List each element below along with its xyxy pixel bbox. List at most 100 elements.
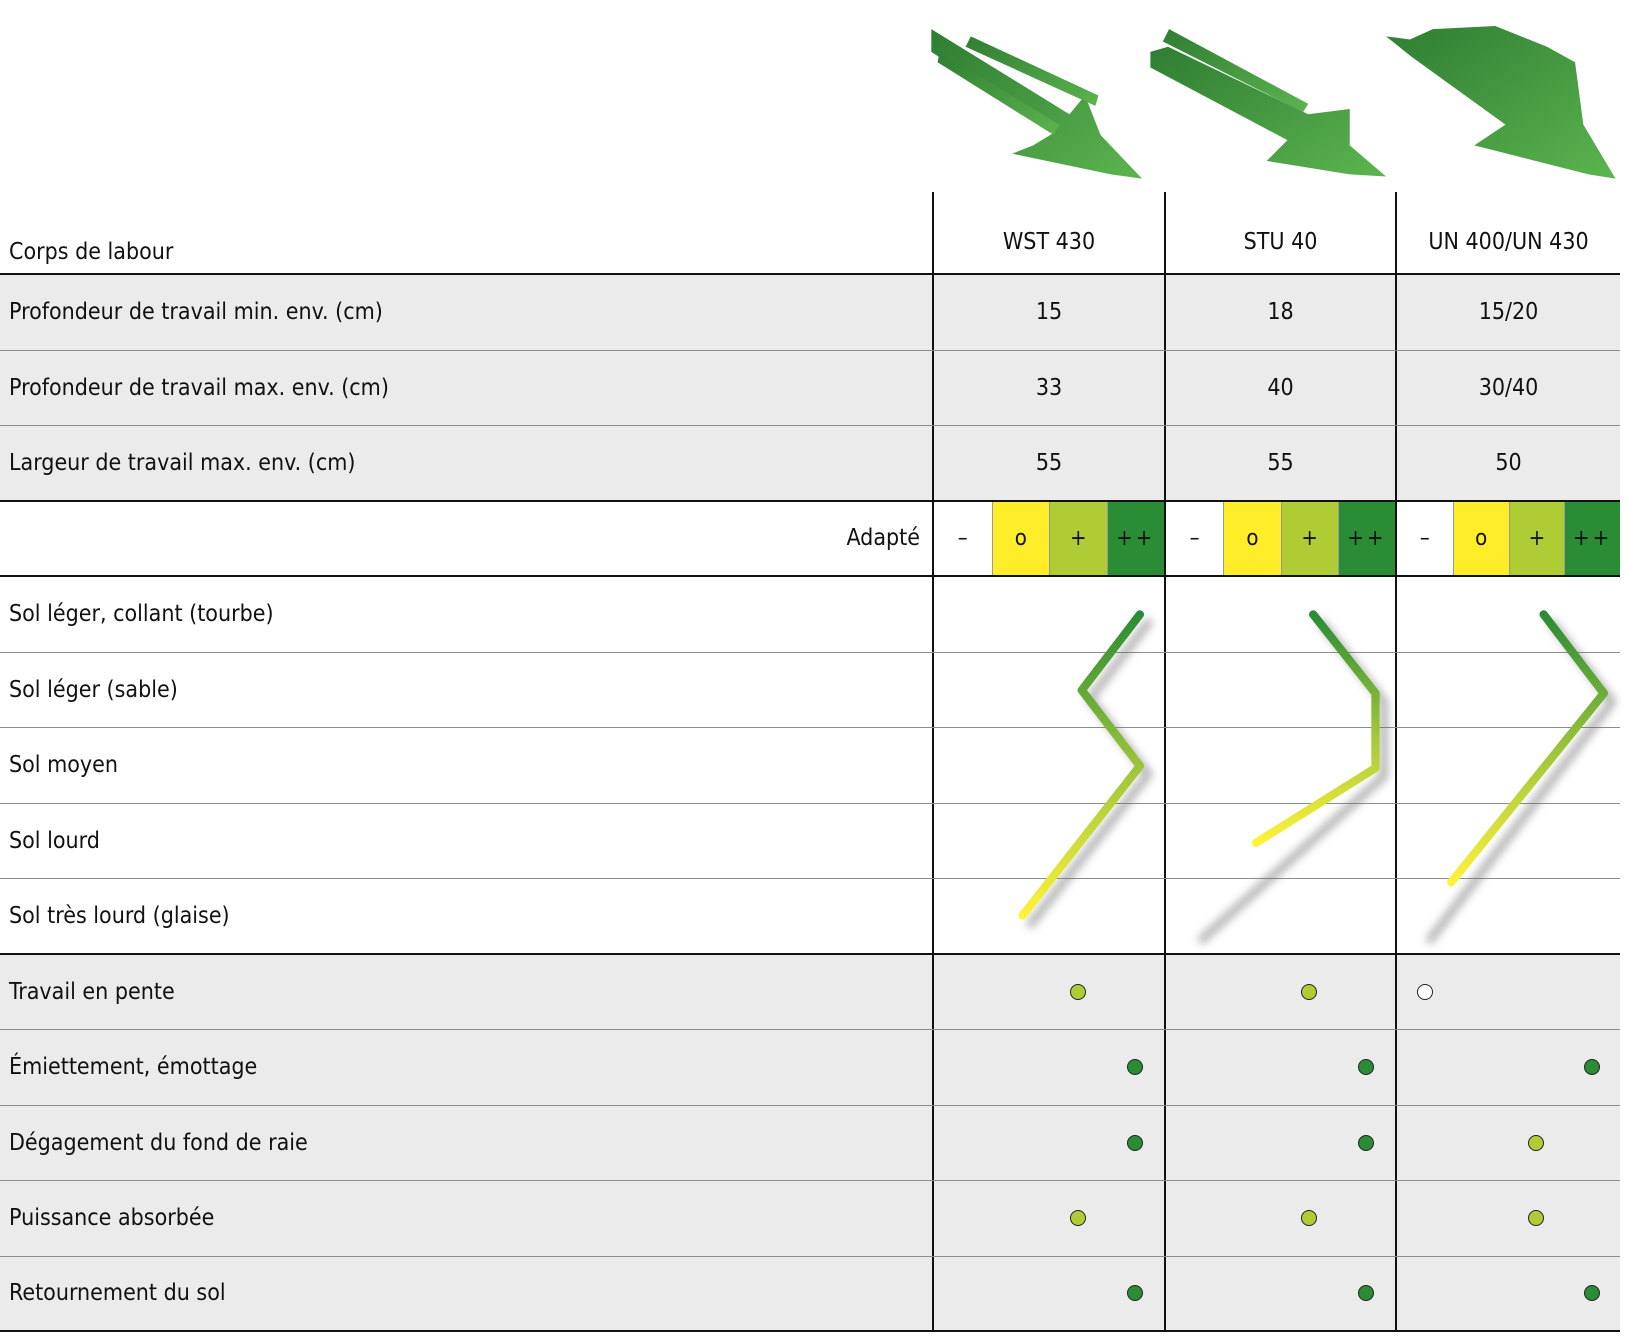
rating-slot [1338, 1257, 1395, 1331]
rating-cell [1164, 954, 1395, 1030]
soil-label: Sol lourd [9, 827, 100, 854]
spec-value: 15 [932, 275, 1164, 350]
rating-slot [1564, 1030, 1620, 1105]
rating-slot [1107, 1181, 1165, 1256]
scale-level-1: o [1452, 501, 1509, 575]
rating-slots [1166, 1257, 1395, 1331]
rating-slots [934, 1181, 1164, 1256]
rating-slots [1397, 1030, 1620, 1105]
rating-slot [934, 955, 992, 1030]
rating-slot [1281, 1030, 1338, 1105]
rating-cell [932, 954, 1164, 1030]
rating-slot [1166, 1257, 1223, 1331]
rating-slot [1453, 955, 1509, 1030]
rating-slot [1223, 1257, 1280, 1331]
rating-slots [1397, 1106, 1620, 1181]
criterion-label: Émiettement, émottage [9, 1054, 258, 1081]
soil-label: Sol léger, collant (tourbe) [9, 601, 274, 628]
rating-slot [1509, 1257, 1565, 1331]
spec-label: Profondeur de travail max. env. (cm) [9, 374, 389, 401]
criterion-label: Dégagement du fond de raie [9, 1129, 308, 1156]
rating-dot [1127, 1059, 1144, 1076]
rating-dot [1584, 1059, 1601, 1076]
rating-slot [1107, 1030, 1165, 1105]
rating-dot [1528, 1210, 1545, 1227]
rating-slots [934, 1030, 1164, 1105]
soil-cell [932, 728, 1164, 803]
rating-slot [1453, 1257, 1509, 1331]
spec-value: 18 [1164, 275, 1395, 350]
rating-cell [1395, 1105, 1620, 1181]
scale-level-3: ++ [1564, 501, 1620, 575]
rating-slot [1281, 1181, 1338, 1256]
soil-row: Sol lourd [0, 803, 1620, 879]
soil-cell [1395, 652, 1620, 727]
rating-slot [1564, 955, 1620, 1030]
rating-slot [1223, 1181, 1280, 1256]
scale-level-2: + [1049, 501, 1107, 575]
spec-value: 30/40 [1395, 350, 1620, 425]
rating-slots [1166, 1181, 1395, 1256]
criterion-label: Retournement du sol [9, 1280, 226, 1307]
scale-cell: –o+++ [932, 501, 1164, 575]
rating-slot [934, 1181, 992, 1256]
product-column-header: WST 430 [932, 192, 1164, 273]
rating-cell [1164, 1256, 1395, 1331]
rating-slot [1223, 1030, 1280, 1105]
rating-cell [932, 1256, 1165, 1331]
rating-dot [1358, 1059, 1375, 1076]
rating-cell [1164, 1181, 1395, 1256]
soil-cell [1395, 879, 1620, 953]
criterion-label: Travail en pente [9, 978, 175, 1005]
scale-level-1: o [991, 501, 1049, 575]
rating-slot [1564, 1106, 1620, 1181]
rating-dot [1528, 1134, 1545, 1151]
rating-cell [1395, 954, 1620, 1030]
criterion-row: Émiettement, émottage [0, 1030, 1620, 1106]
rating-slots [1397, 955, 1620, 1030]
product-column-header: UN 400/UN 430 [1395, 192, 1620, 273]
soil-cell [1164, 879, 1395, 953]
rating-slot [1223, 1106, 1280, 1181]
soil-cell [932, 803, 1164, 878]
soil-cell [932, 577, 1164, 652]
rating-slot [1397, 1257, 1453, 1331]
rating-slot [1338, 1106, 1395, 1181]
soil-cell [1164, 728, 1395, 803]
soil-cell [1395, 577, 1620, 652]
soil-label: Sol moyen [9, 752, 119, 779]
criterion-row: Retournement du sol [0, 1256, 1620, 1332]
rating-slot [1397, 955, 1453, 1030]
soil-row: Sol moyen [0, 728, 1620, 804]
soil-cell [1164, 803, 1395, 878]
rating-slot [1338, 1030, 1395, 1105]
rating-slot [1049, 1181, 1107, 1256]
rating-slot [1397, 1181, 1453, 1256]
rating-slot [1223, 955, 1280, 1030]
rating-dot [1584, 1285, 1601, 1302]
rating-slots [1397, 1181, 1620, 1256]
suitability-scale-row: Adapté–o+++–o+++–o+++ [0, 501, 1620, 577]
rating-cell [932, 1030, 1164, 1105]
scale-level-2: + [1508, 501, 1565, 575]
rating-slot [1107, 1257, 1165, 1331]
scale-level-0: – [1397, 501, 1453, 575]
rating-slots [1397, 1257, 1620, 1331]
rating-slots [934, 1106, 1164, 1181]
rating-slot [1049, 955, 1107, 1030]
soil-row: Sol léger, collant (tourbe) [0, 577, 1620, 653]
rating-slot [1338, 1181, 1395, 1256]
soil-label: Sol très lourd (glaise) [9, 902, 230, 929]
scale-levels: –o+++ [934, 501, 1164, 575]
rating-slot [1509, 1106, 1565, 1181]
rating-slot [992, 1257, 1050, 1331]
rating-slot [1453, 1106, 1509, 1181]
scale-levels: –o+++ [1166, 501, 1395, 575]
soil-cell [932, 652, 1164, 727]
un400-plow-image [1386, 25, 1616, 179]
rating-slots [1166, 955, 1395, 1030]
spec-value: 33 [932, 350, 1164, 425]
rating-cell [1164, 1030, 1395, 1105]
